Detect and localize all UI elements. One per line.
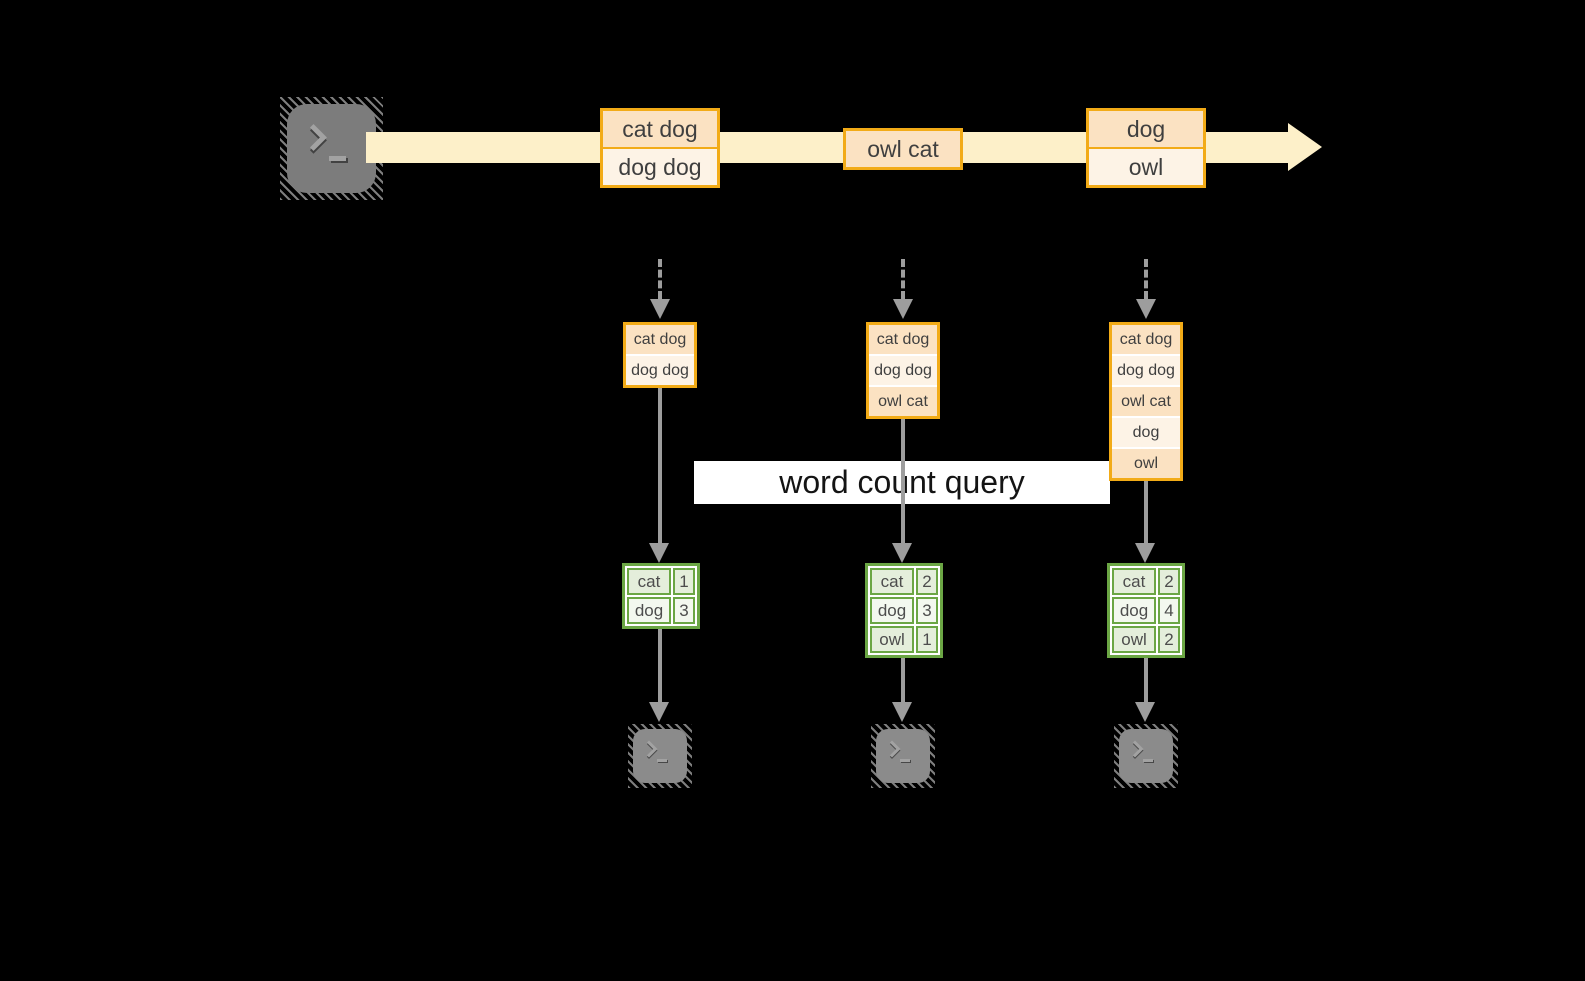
count-cell: 3 <box>673 597 695 624</box>
terminal-body <box>633 729 687 783</box>
word-cell: cat <box>627 568 671 595</box>
count-cell: 4 <box>1158 597 1180 624</box>
count-cell: 1 <box>673 568 695 595</box>
state-store-3: cat dog dog dog owl cat dog owl <box>1109 322 1183 481</box>
ingest-arrow-dashed <box>901 259 905 299</box>
arrowhead-down-icon <box>893 299 913 319</box>
stream-event-box-2: owl cat <box>843 128 963 170</box>
prompt-underscore-icon <box>329 156 346 161</box>
sink-terminal-icon <box>871 724 935 788</box>
source-terminal-icon <box>280 97 383 200</box>
word-cell: cat <box>870 568 914 595</box>
ingest-arrow-dashed <box>1144 259 1148 299</box>
ingest-arrow-dashed <box>658 259 662 299</box>
word-cell: owl <box>870 626 914 653</box>
output-arrow <box>1144 658 1148 702</box>
event-record: owl cat <box>846 131 960 167</box>
store-record: cat dog <box>626 325 694 354</box>
sink-terminal-icon <box>1114 724 1178 788</box>
query-arrow <box>901 419 905 544</box>
prompt-chevron-icon <box>883 740 901 758</box>
output-arrow <box>658 629 662 702</box>
query-arrow <box>658 388 662 544</box>
count-cell: 1 <box>916 626 938 653</box>
count-cell: 2 <box>916 568 938 595</box>
prompt-underscore-icon <box>1143 759 1153 762</box>
terminal-body <box>287 104 376 193</box>
store-record: cat dog <box>1112 325 1180 354</box>
word-cell: cat <box>1112 568 1156 595</box>
count-cell: 2 <box>1158 626 1180 653</box>
event-record: dog dog <box>603 147 717 185</box>
table-row: dog 3 <box>869 596 939 625</box>
word-cell: dog <box>627 597 671 624</box>
store-record: owl <box>1112 447 1180 478</box>
count-table-2: cat 2 dog 3 owl 1 <box>865 563 943 658</box>
prompt-underscore-icon <box>900 759 910 762</box>
arrowhead-down-icon <box>892 702 912 722</box>
stream-arrowhead-icon <box>1288 123 1322 171</box>
store-record: cat dog <box>869 325 937 354</box>
sink-terminal-icon <box>628 724 692 788</box>
table-row: dog 3 <box>626 596 696 625</box>
terminal-body <box>876 729 930 783</box>
state-store-2: cat dog dog dog owl cat <box>866 322 940 419</box>
store-record: dog dog <box>1112 354 1180 385</box>
event-record: cat dog <box>603 111 717 147</box>
count-table-1: cat 1 dog 3 <box>622 563 700 629</box>
event-record: dog <box>1089 111 1203 147</box>
word-cell: dog <box>1112 597 1156 624</box>
arrowhead-down-icon <box>1136 299 1156 319</box>
terminal-body <box>1119 729 1173 783</box>
table-row: owl 2 <box>1111 625 1181 654</box>
table-row: cat 2 <box>1111 567 1181 596</box>
arrowhead-down-icon <box>649 543 669 563</box>
store-record: owl cat <box>869 385 937 416</box>
prompt-underscore-icon <box>657 759 667 762</box>
arrowhead-down-icon <box>1135 702 1155 722</box>
table-row: cat 2 <box>869 567 939 596</box>
event-record: owl <box>1089 147 1203 185</box>
word-cell: owl <box>1112 626 1156 653</box>
prompt-chevron-icon <box>640 740 658 758</box>
stream-event-box-1: cat dog dog dog <box>600 108 720 188</box>
count-table-3: cat 2 dog 4 owl 2 <box>1107 563 1185 658</box>
arrowhead-down-icon <box>1135 543 1155 563</box>
word-cell: dog <box>870 597 914 624</box>
store-record: owl cat <box>1112 385 1180 416</box>
arrowhead-down-icon <box>650 299 670 319</box>
count-cell: 2 <box>1158 568 1180 595</box>
count-cell: 3 <box>916 597 938 624</box>
state-store-1: cat dog dog dog <box>623 322 697 388</box>
table-row: owl 1 <box>869 625 939 654</box>
arrowhead-down-icon <box>649 702 669 722</box>
arrowhead-down-icon <box>892 543 912 563</box>
store-record: dog <box>1112 416 1180 447</box>
store-record: dog dog <box>869 354 937 385</box>
table-row: cat 1 <box>626 567 696 596</box>
store-record: dog dog <box>626 354 694 385</box>
output-arrow <box>901 658 905 702</box>
stream-event-box-3: dog owl <box>1086 108 1206 188</box>
prompt-chevron-icon <box>1126 740 1144 758</box>
query-arrow <box>1144 481 1148 544</box>
prompt-chevron-icon <box>300 124 327 151</box>
table-row: dog 4 <box>1111 596 1181 625</box>
